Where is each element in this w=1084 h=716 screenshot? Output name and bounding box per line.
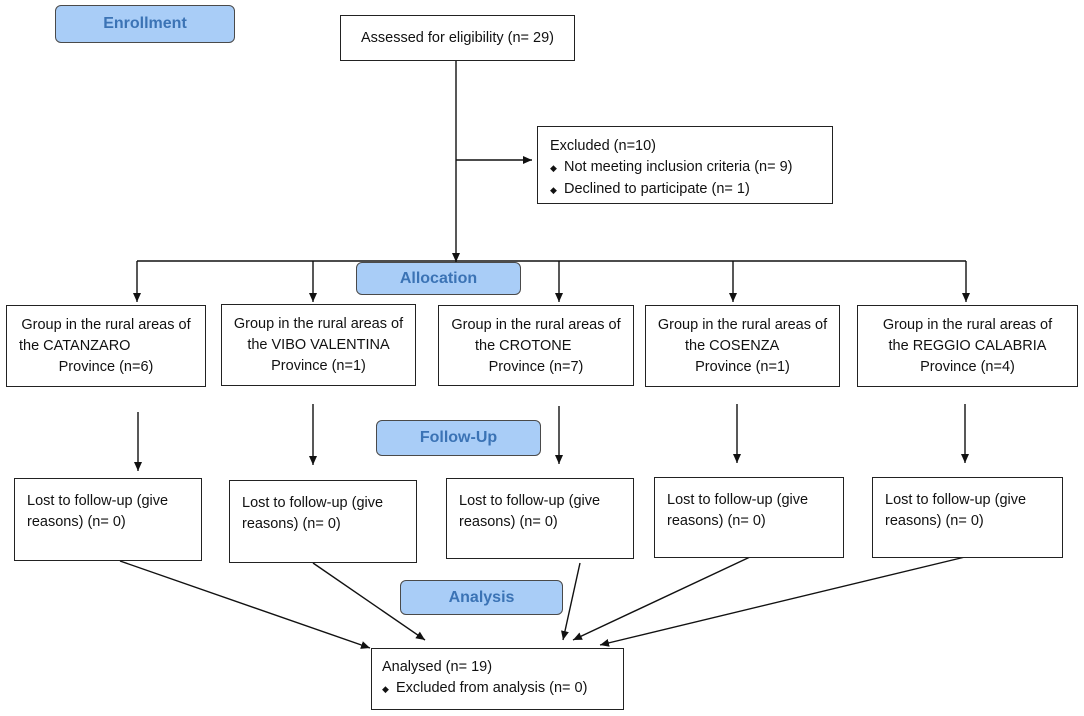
excluded-item-text: Declined to participate (n= 1) [564,181,750,197]
group-line1: Group in the rural areas of [21,317,191,333]
bullet-diamond-icon: ◆ [382,684,389,694]
lost-line2: reasons) (n= 0) [27,514,126,530]
excluded-item-text: Not meeting inclusion criteria (n= 9) [564,159,793,175]
excluded-item: ◆ Not meeting inclusion criteria (n= 9) [550,157,820,179]
lost-box-1: Lost to follow-up (give reasons) (n= 0) [14,478,202,561]
analysed-item: ◆ Excluded from analysis (n= 0) [382,678,613,700]
bullet-diamond-icon: ◆ [550,163,557,173]
group-line2: the COSENZA [685,338,780,354]
group-line3: Province (n=7) [488,359,584,375]
stage-enrollment-label: Enrollment [103,15,187,32]
excluded-box: Excluded (n=10) ◆ Not meeting inclusion … [537,126,833,204]
stage-follow-up-label: Follow-Up [419,429,498,446]
lost-line1: Lost to follow-up (give [27,493,169,509]
analysed-title: Analysed (n= 19) [382,659,493,675]
lost-box-2: Lost to follow-up (give reasons) (n= 0) [229,480,417,563]
lost-line2: reasons) (n= 0) [459,514,558,530]
lost-box-4: Lost to follow-up (give reasons) (n= 0) [654,477,844,558]
assessed-box: Assessed for eligibility (n= 29) [340,15,575,61]
assessed-text: Assessed for eligibility (n= 29) [360,29,555,46]
group-box-reggio-calabria: Group in the rural areas of the REGGIO C… [857,305,1078,387]
group-line3: Province (n=1) [271,358,366,374]
group-line2: the CROTONE [475,338,572,354]
group-line1: Group in the rural areas of [233,316,404,332]
stage-analysis-label: Analysis [448,588,515,606]
group-line3: Province (n=4) [920,359,1015,375]
lost-line1: Lost to follow-up (give [459,493,601,509]
group-box-catanzaro: Group in the rural areas of the CATANZAR… [6,305,206,387]
group-line3: Province (n=6) [58,359,154,375]
lost-line2: reasons) (n= 0) [242,516,341,532]
analysis-arrow-4 [572,556,751,641]
lost-line1: Lost to follow-up (give [242,495,384,511]
analysis-arrow-1 [119,560,371,649]
lost-box-3: Lost to follow-up (give reasons) (n= 0) [446,478,634,559]
group-line2: the VIBO VALENTINA [247,337,390,353]
stage-follow-up: Follow-Up [376,420,541,456]
group-line3: Province (n=1) [695,359,790,375]
group-box-vibo-valentina: Group in the rural areas of the VIBO VAL… [221,304,416,386]
group-box-crotone: Group in the rural areas of the CROTONE … [438,305,634,386]
lost-line2: reasons) (n= 0) [885,513,984,529]
analysis-arrow-5 [599,556,966,647]
group-line1: Group in the rural areas of [657,317,828,333]
lost-line1: Lost to follow-up (give [885,492,1027,508]
analysed-box: Analysed (n= 19) ◆ Excluded from analysi… [371,648,624,710]
group-line1: Group in the rural areas of [882,317,1053,333]
group-line2: the REGGIO CALABRIA [888,338,1047,354]
group-box-cosenza: Group in the rural areas of the COSENZA … [645,305,840,387]
lost-box-5: Lost to follow-up (give reasons) (n= 0) [872,477,1063,558]
stage-allocation: Allocation [356,262,521,295]
stage-analysis: Analysis [400,580,563,615]
lost-line2: reasons) (n= 0) [667,513,766,529]
excluded-title: Excluded (n=10) [550,138,656,154]
stage-enrollment: Enrollment [55,5,235,43]
lost-line1: Lost to follow-up (give [667,492,809,508]
stage-allocation-label: Allocation [399,269,478,287]
analysis-arrow-2 [312,562,426,641]
analysed-item-text: Excluded from analysis (n= 0) [396,680,588,696]
excluded-item: ◆ Declined to participate (n= 1) [550,179,820,201]
analysis-arrow-3 [561,562,581,641]
bullet-diamond-icon: ◆ [550,185,557,195]
group-line2: the CATANZARO [19,338,131,354]
group-line1: Group in the rural areas of [451,317,621,333]
